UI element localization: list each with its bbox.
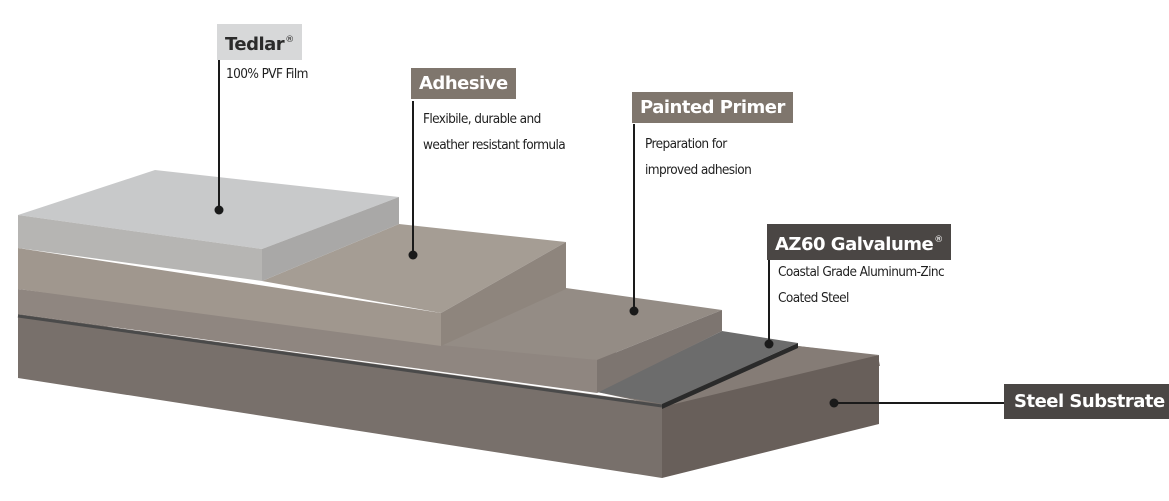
adhesive-front-face (18, 248, 441, 346)
steel-substrate-label: Steel Substrate (1004, 384, 1169, 419)
painted-primer-layer (18, 288, 722, 393)
painted-primer-description: Preparation for improved adhesion (645, 131, 752, 183)
galvalume-registered-mark: ® (934, 235, 943, 245)
leaders (214, 58, 1004, 408)
galvalume-description-line: Coastal Grade Aluminum-Zinc (778, 264, 945, 280)
painted-primer-description-line: improved adhesion (645, 162, 752, 178)
adhesive-layer (18, 224, 566, 346)
galvalume-label: AZ60 Galvalume® (767, 224, 951, 260)
tedlar-front-face (18, 215, 262, 281)
painted-primer-front-face (18, 289, 597, 393)
steel-substrate-top-exposed (662, 346, 879, 407)
adhesive-side-face (441, 242, 566, 346)
painted-primer-label-text: Painted Primer (640, 97, 785, 118)
painted-primer-leader-dot (629, 306, 639, 316)
galvalume-layer (597, 331, 798, 409)
adhesive-label: Adhesive (411, 68, 516, 99)
steel-substrate-leader-dot (829, 398, 839, 408)
adhesive-label-text: Adhesive (419, 73, 508, 94)
tedlar-leader-dot (214, 205, 224, 215)
tedlar-description: 100% PVF Film (226, 61, 308, 87)
tedlar-registered-mark: ® (285, 35, 294, 45)
tedlar-label-text: Tedlar (225, 34, 285, 55)
painted-primer-label: Painted Primer (632, 92, 793, 123)
tedlar-side-face (262, 197, 399, 281)
painted-primer-description-line: Preparation for (645, 136, 727, 152)
galvalume-leader-dot (764, 339, 774, 349)
galvalume-top-face (597, 331, 798, 404)
adhesive-top-face (262, 224, 566, 313)
tedlar-label: Tedlar® (217, 24, 302, 60)
steel-substrate-side-face (662, 355, 879, 478)
adhesive-leader-dot (408, 250, 418, 260)
adhesive-description-line: weather resistant formula (423, 137, 566, 153)
adhesive-description: Flexibile, durable and weather resistant… (423, 106, 566, 158)
adhesive-description-line: Flexibile, durable and (423, 111, 541, 127)
painted-primer-side-face (597, 310, 722, 393)
galvalume-edge (662, 343, 798, 409)
steel-substrate-front-face (18, 314, 662, 478)
steel-substrate-seam (17, 314, 663, 408)
steel-substrate-label-text: Steel Substrate (1014, 391, 1165, 412)
galvalume-description: Coastal Grade Aluminum-Zinc Coated Steel (778, 259, 945, 311)
galvalume-label-text: AZ60 Galvalume (775, 234, 934, 255)
painted-primer-top-face (441, 288, 722, 360)
tedlar-description-line: 100% PVF Film (226, 66, 308, 82)
tedlar-top-face (18, 170, 399, 249)
galvalume-description-line: Coated Steel (778, 290, 849, 306)
tedlar-layer (18, 170, 399, 281)
